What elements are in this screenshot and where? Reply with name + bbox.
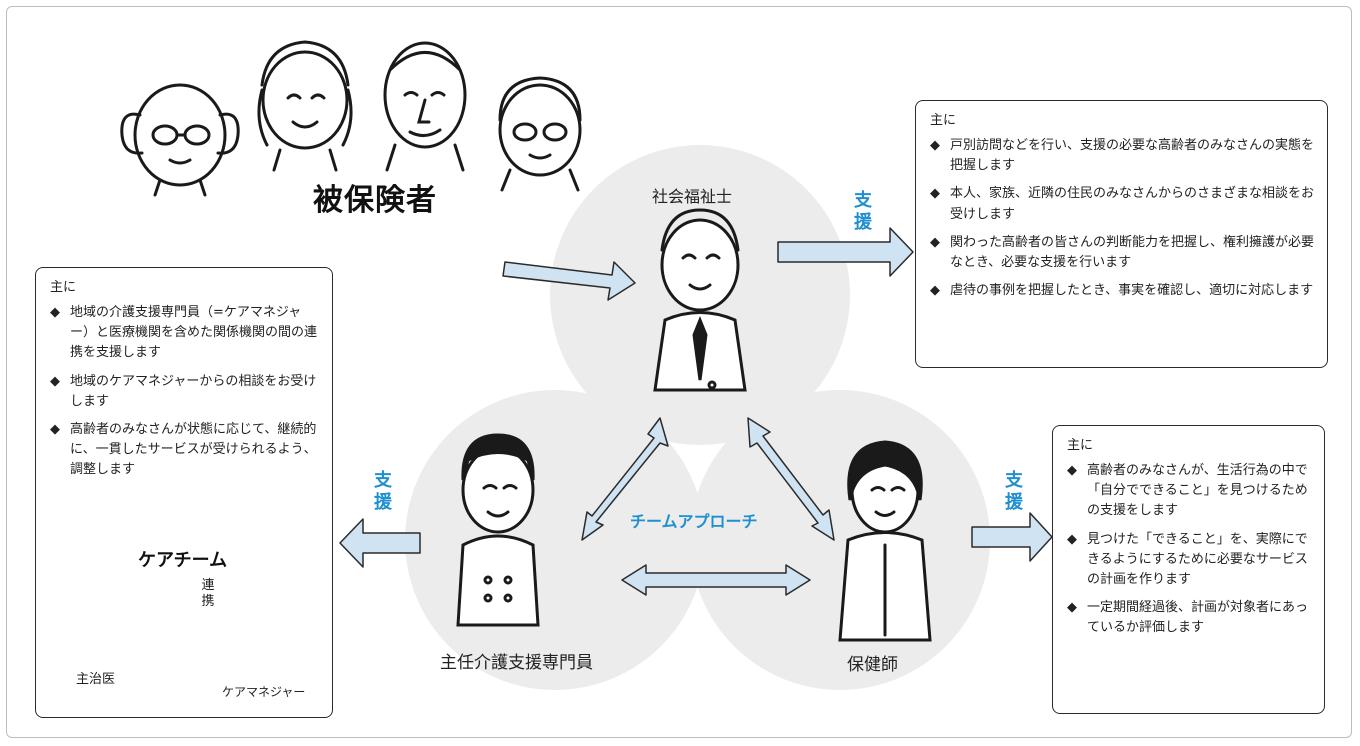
- duty-item: 地域のケアマネジャーからの相談をお受けします: [50, 372, 320, 412]
- insured-illustration: [120, 40, 582, 197]
- duty-item: 高齢者のみなさんが、生活行為の中で「自分でできること」を見つけるための支援をしま…: [1067, 461, 1312, 521]
- nurse-duties-box: 主に 高齢者のみなさんが、生活行為の中で「自分でできること」を見つけるための支援…: [1052, 425, 1325, 714]
- doctor-label: 主治医: [76, 672, 116, 687]
- care-manager-chief-label: 主任介護支援専門員: [440, 653, 593, 673]
- social-worker-figure: [653, 208, 747, 392]
- circle-nurse: [690, 390, 990, 690]
- care-manager-chief-figure: [456, 433, 540, 627]
- care-team-link-label: 連携: [201, 578, 215, 609]
- arrow-nurse-support: [971, 512, 1053, 562]
- insured-title: 被保険者: [313, 183, 437, 218]
- care-team-title: ケアチーム: [138, 550, 228, 571]
- arrow-team-left: [581, 417, 669, 541]
- arrow-chief-support: [339, 518, 421, 568]
- social-worker-duties-box: 主に 戸別訪問などを行い、支援の必要な高齢者のみなさんの実態を把握します 本人、…: [915, 100, 1328, 368]
- duty-item: 見つけた「できること」を、実際にできるようにするために必要なサービスの計画を作り…: [1067, 530, 1312, 590]
- support-label-chief: 支援: [374, 470, 392, 513]
- arrow-social-worker-support: [777, 227, 914, 277]
- duty-item: 虐待の事例を把握したとき、事実を確認し、適切に対応します: [930, 281, 1315, 301]
- diagram-frame: [6, 6, 1352, 738]
- box-lead: 主に: [1067, 438, 1094, 453]
- duty-item: 一定期間経過後、計画が対象者にあっているか評価します: [1067, 598, 1312, 638]
- box-lead: 主に: [930, 113, 957, 128]
- duty-item: 本人、家族、近隣の住民のみなさんからのさまざまな相談をお受けします: [930, 184, 1315, 224]
- duty-list: 地域の介護支援専門員（=ケアマネジャー）と医療機関を含めた関係機関の間の連携を支…: [50, 303, 320, 480]
- nurse-figure: [838, 440, 932, 642]
- duty-list: 戸別訪問などを行い、支援の必要な高齢者のみなさんの実態を把握します 本人、家族、…: [930, 136, 1315, 301]
- care-manager-chief-duties-box: 主に 地域の介護支援専門員（=ケアマネジャー）と医療機関を含めた関係機関の間の連…: [35, 267, 333, 718]
- arrow-team-right: [747, 417, 835, 541]
- nurse-label: 保健師: [847, 655, 898, 675]
- team-approach-label: チームアプローチ: [630, 512, 758, 531]
- box-lead: 主に: [50, 280, 77, 295]
- care-manager-label: ケアマネジャー: [222, 685, 306, 699]
- duty-item: 高齢者のみなさんが状態に応じて、継続的に、一貫したサービスが受けられるよう、調整…: [50, 420, 320, 480]
- arrow-insured-to-social-worker: [502, 261, 636, 301]
- arrow-team-bottom: [621, 564, 811, 596]
- support-label-social-worker: 支援: [854, 190, 872, 233]
- duty-item: 地域の介護支援専門員（=ケアマネジャー）と医療機関を含めた関係機関の間の連携を支…: [50, 303, 320, 363]
- duty-item: 関わった高齢者の皆さんの判断能力を把握し、権利擁護が必要なとき、必要な支援を行い…: [930, 233, 1315, 273]
- social-worker-label: 社会福祉士: [652, 187, 733, 206]
- support-label-nurse: 支援: [1005, 470, 1023, 513]
- duty-item: 戸別訪問などを行い、支援の必要な高齢者のみなさんの実態を把握します: [930, 136, 1315, 176]
- duty-list: 高齢者のみなさんが、生活行為の中で「自分でできること」を見つけるための支援をしま…: [1067, 461, 1312, 638]
